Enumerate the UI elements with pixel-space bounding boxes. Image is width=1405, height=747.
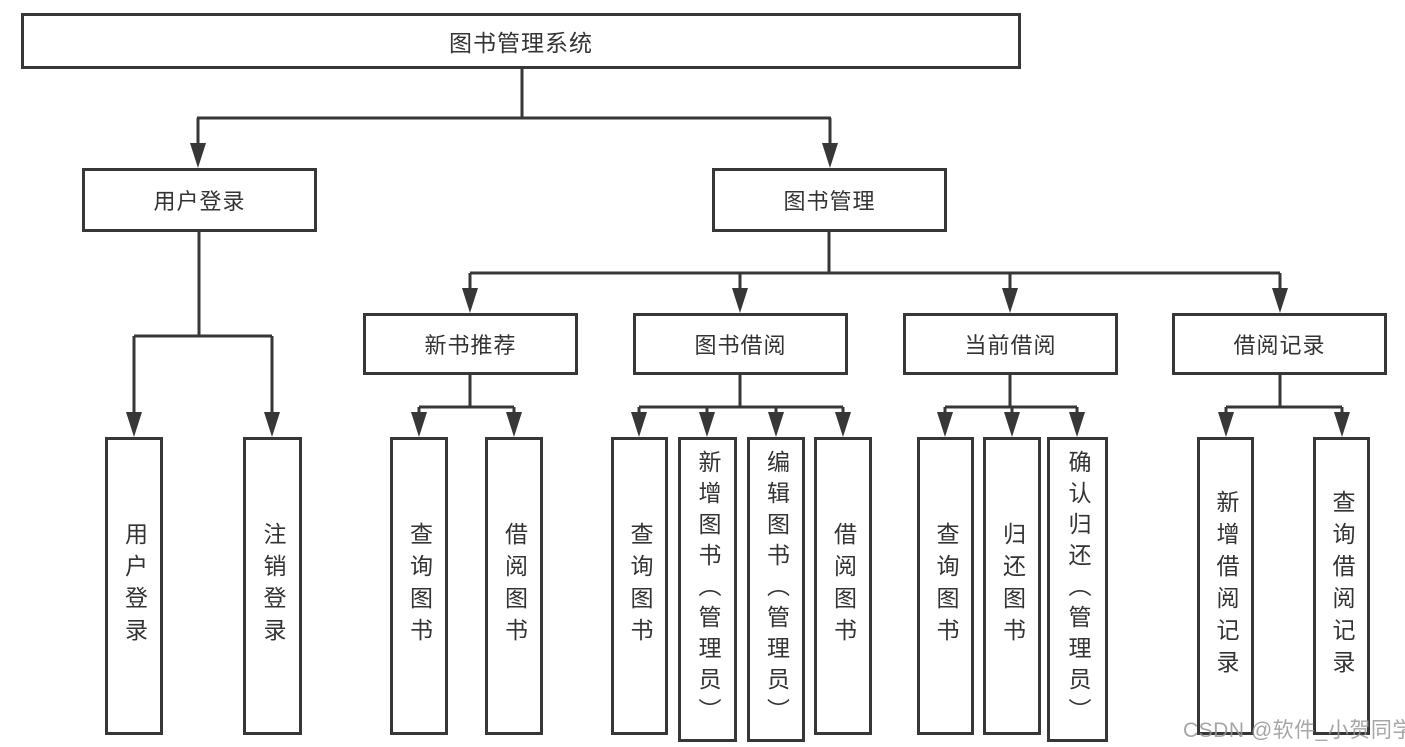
node-label: 注销登录 — [260, 522, 286, 650]
node-current-borrowing: 当前借阅 — [903, 313, 1118, 375]
arrowhead-icons — [126, 143, 1350, 437]
node-label: 新增借阅记录 — [1213, 490, 1239, 682]
leaf-query-borrow-record: 查询借阅记录 — [1313, 437, 1370, 735]
node-book-borrowing: 图书借阅 — [633, 313, 848, 375]
node-label: 查询图书 — [627, 522, 653, 650]
node-label: 借阅图书 — [830, 522, 857, 650]
leaf-add-borrow-record: 新增借阅记录 — [1197, 437, 1254, 735]
csdn-watermark: CSDN @软件_小贺同学 — [1183, 719, 1405, 742]
node-label: 用户登录 — [153, 189, 246, 214]
leaf-logout: 注销登录 — [243, 437, 302, 735]
node-borrowing-records: 借阅记录 — [1172, 313, 1387, 375]
node-label: 当前借阅 — [964, 333, 1057, 358]
leaf-query-books-borrowing: 查询图书 — [611, 437, 668, 735]
node-label: 图书管理 — [783, 189, 876, 214]
node-book-management: 图书管理 — [712, 168, 947, 232]
node-label: 用户登录 — [121, 522, 148, 650]
node-label: 查询借阅记录 — [1329, 490, 1355, 682]
leaf-return-book: 归还图书 — [983, 437, 1041, 735]
node-label: 图书借阅 — [694, 333, 787, 358]
leaf-confirm-return-admin: 确认归还（管理员） — [1047, 437, 1108, 742]
node-label: 新书推荐 — [424, 333, 517, 358]
leaf-borrow-books: 借阅图书 — [814, 437, 872, 735]
leaf-edit-book-admin: 编辑图书（管理员） — [747, 437, 805, 742]
node-library-management-system: 图书管理系统 — [21, 13, 1021, 69]
node-label: 借阅图书 — [501, 522, 528, 650]
node-label: 图书管理系统 — [449, 30, 593, 56]
node-user-login: 用户登录 — [82, 168, 317, 232]
node-label: 编辑图书（管理员） — [763, 450, 790, 729]
node-label: 查询图书 — [933, 522, 959, 650]
node-label: 确认归还（管理员） — [1065, 450, 1091, 729]
node-label: 借阅记录 — [1233, 333, 1326, 358]
leaf-query-books-recommend: 查询图书 — [390, 437, 448, 735]
node-label: 归还图书 — [999, 522, 1026, 650]
leaf-query-books-current: 查询图书 — [917, 437, 974, 735]
node-label: 新增图书（管理员） — [695, 450, 721, 729]
node-new-book-recommendation: 新书推荐 — [363, 313, 578, 375]
connector-shafts — [132, 67, 1344, 415]
leaf-user-login: 用户登录 — [105, 437, 163, 735]
node-label: 查询图书 — [406, 522, 433, 650]
leaf-borrow-books-recommend: 借阅图书 — [485, 437, 543, 735]
leaf-add-book-admin: 新增图书（管理员） — [678, 437, 737, 742]
